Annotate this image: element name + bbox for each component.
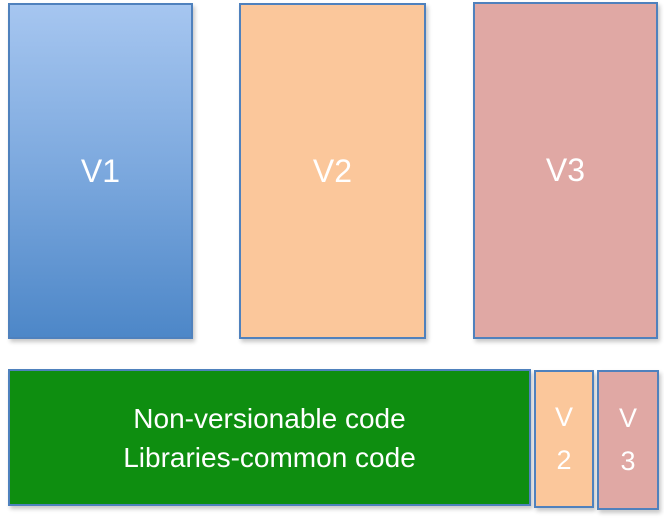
mini-version-box-v2-line-2: 2 (556, 445, 572, 475)
common-code-bar-line-1: Non-versionable code (133, 402, 406, 434)
version-box-v2: V2 (239, 3, 426, 339)
version-box-v1: V1 (8, 3, 193, 339)
version-box-v2-label: V2 (312, 152, 353, 189)
version-box-v3: V3 (473, 2, 658, 339)
mini-version-box-v2-line-1: V (554, 402, 573, 432)
mini-version-box-v2: V 2 (534, 370, 594, 508)
mini-version-box-v3-line-2: 3 (620, 446, 636, 476)
common-code-bar-line-2: Libraries-common code (123, 441, 416, 473)
version-box-v1-label: V1 (80, 152, 121, 189)
common-code-bar: Non-versionable code Libraries-common co… (8, 369, 531, 506)
mini-version-box-v3-line-1: V (618, 403, 637, 433)
version-box-v3-label: V3 (545, 152, 586, 188)
mini-version-box-v3: V 3 (597, 370, 659, 510)
